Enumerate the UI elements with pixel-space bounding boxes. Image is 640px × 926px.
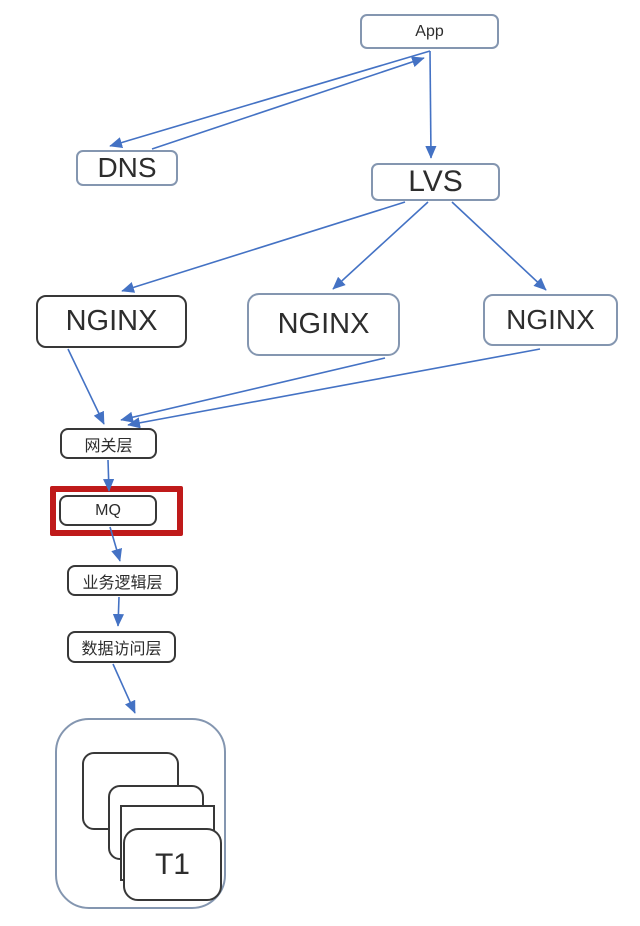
node-business-logic-layer: 业务逻辑层 (67, 565, 178, 596)
edge-nginx2-gateway (120, 357, 386, 423)
edge-app-dns (109, 50, 431, 148)
edge-lvs-nginx1 (121, 201, 406, 293)
node-gateway-layer: 网关层 (60, 428, 157, 459)
node-lvs: LVS (371, 163, 500, 201)
edge-nginx3-gateway (127, 348, 541, 429)
node-mq: MQ (59, 495, 157, 526)
edge-business-dataaccess (112, 596, 125, 627)
node-nginx-1: NGINX (36, 295, 187, 348)
node-app: App (360, 14, 499, 49)
node-t1: T1 (123, 828, 222, 901)
edge-app-lvs (425, 50, 437, 159)
edge-lvs-nginx2 (332, 201, 429, 290)
edge-lvs-nginx3 (451, 201, 547, 291)
edge-dataaccess-database (112, 663, 136, 714)
edge-nginx1-gateway (67, 348, 105, 425)
node-dns: DNS (76, 150, 178, 186)
node-nginx-2: NGINX (247, 293, 400, 356)
node-data-access-layer: 数据访问层 (67, 631, 176, 663)
node-nginx-3: NGINX (483, 294, 618, 346)
edge-dns-app (151, 56, 425, 150)
database-cluster: T1 (55, 718, 226, 909)
